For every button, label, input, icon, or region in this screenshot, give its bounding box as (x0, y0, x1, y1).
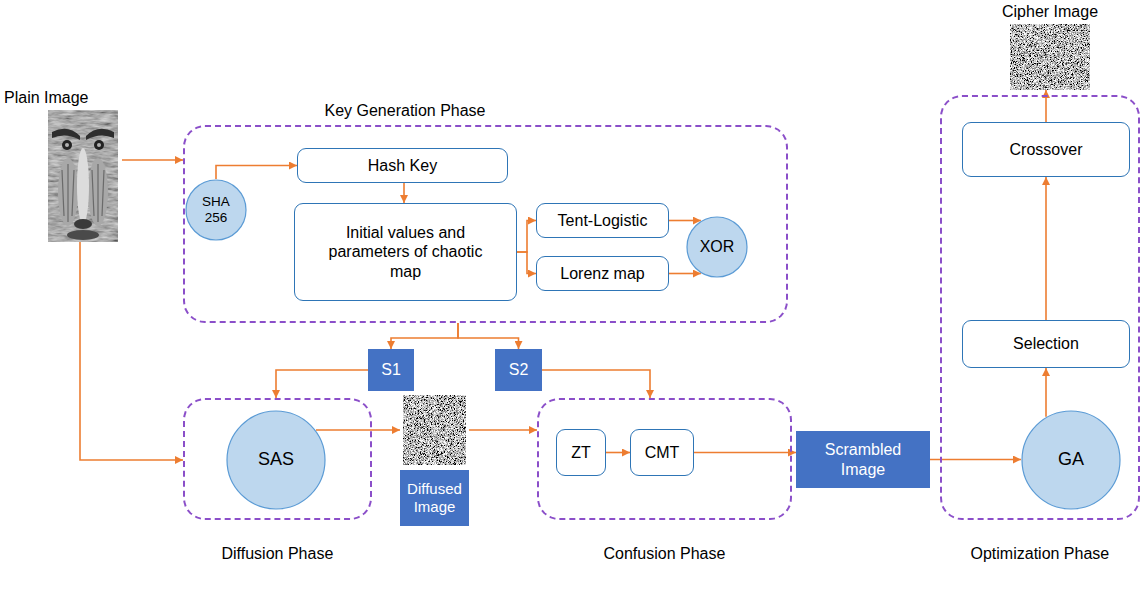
node-text: SAS (258, 449, 294, 471)
heading-label: Optimization Phase (971, 544, 1110, 563)
flow-arrow (403, 183, 405, 203)
process-box: Initial values and parameters of chaotic… (294, 203, 517, 301)
plain-image: Plain Image (4, 88, 122, 242)
cipher-image: Cipher Image (1000, 2, 1100, 90)
confusion-phase: Confusion PhaseZTCMT (537, 398, 792, 520)
heading-label: Plain Image (4, 88, 89, 107)
node-text: CMT (645, 443, 680, 462)
node-text: S2 (509, 360, 529, 379)
flow-arrow (216, 166, 297, 180)
diffused-image: Diffused Image (400, 395, 469, 526)
mandrill-picture (48, 110, 118, 242)
node-text: Diffused Image (400, 480, 469, 516)
flow-arrow (517, 221, 536, 253)
process-box: Crossover (962, 122, 1130, 177)
process-box: CMT (630, 429, 694, 476)
node-text: Hash Key (368, 156, 437, 175)
process-box: Selection (962, 320, 1130, 368)
heading-label: Key Generation Phase (325, 101, 486, 120)
key-stream-box: S1 (368, 349, 414, 391)
flow-arrow (1045, 177, 1047, 320)
node-text: XOR (700, 237, 735, 256)
flow-arrow (517, 252, 536, 274)
node-text: Crossover (1010, 140, 1083, 159)
flow-arrow (458, 323, 519, 349)
flow-arrow (276, 370, 368, 398)
node-text: Tent-Logistic (558, 211, 648, 230)
key-stream-box: S2 (495, 349, 542, 391)
flow-arrow (669, 273, 701, 275)
flow-arrow (391, 323, 458, 349)
node-text: GA (1058, 449, 1084, 471)
flow-arrow (606, 452, 630, 454)
heading-label: Confusion Phase (604, 544, 726, 563)
flow-arrow (669, 220, 701, 222)
key-generation-phase: Key Generation PhaseSHA 256Hash KeyIniti… (183, 125, 788, 323)
heading-label: Diffusion Phase (222, 544, 334, 563)
flow-arrow (122, 159, 183, 161)
process-box: Hash Key (297, 148, 508, 183)
cipher-noise-picture (1010, 24, 1090, 90)
node-text: ZT (571, 443, 591, 462)
chaotic-map-box: Tent-Logistic (536, 203, 669, 238)
node-text: Lorenz map (560, 264, 645, 283)
flow-arrow (316, 429, 400, 431)
diffused-noise-picture (403, 395, 466, 465)
flow-arrow (930, 459, 1021, 461)
ga-circle: GA (1021, 410, 1121, 510)
diffusion-phase: Diffusion PhaseSAS (183, 398, 372, 520)
node-text: SHA 256 (194, 194, 238, 226)
result-box: Scrambled Image (796, 431, 930, 488)
flow-arrow (542, 370, 650, 398)
chaotic-map-box: Lorenz map (536, 256, 669, 291)
xor-circle: XOR (686, 216, 748, 278)
flow-arrow (469, 429, 537, 431)
hash-function-circle: SHA 256 (185, 179, 247, 241)
node-text: S1 (381, 360, 401, 379)
flow-arrow (80, 242, 183, 460)
process-box: ZT (556, 429, 606, 476)
optimization-phase: Optimization PhaseCrossoverSelectionGA (940, 95, 1140, 520)
node-text: Scrambled Image (813, 440, 913, 478)
heading-label: Cipher Image (1002, 2, 1098, 21)
image-label-box: Diffused Image (400, 470, 469, 526)
node-text: Selection (1013, 334, 1079, 353)
flow-arrow (1045, 368, 1047, 417)
node-text: Initial values and parameters of chaotic… (313, 223, 498, 281)
sas-circle: SAS (226, 410, 326, 510)
flow-arrow (694, 452, 796, 454)
